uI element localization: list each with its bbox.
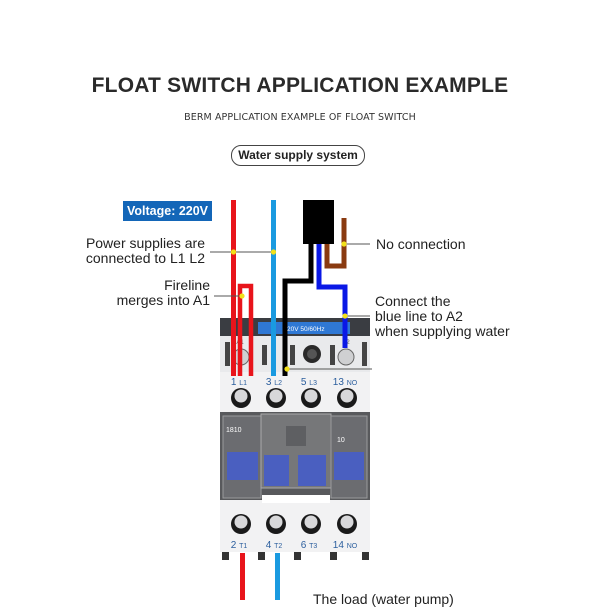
black-wire bbox=[282, 244, 314, 376]
screw-head bbox=[304, 515, 318, 529]
indicator-block bbox=[298, 455, 326, 486]
junction-dot bbox=[341, 241, 347, 247]
coil-rating-plate bbox=[258, 322, 350, 334]
screw-head bbox=[269, 515, 283, 529]
top-terminal-label: 3 L2 bbox=[266, 377, 282, 388]
load-neutral-wire bbox=[275, 553, 280, 600]
housing-rib bbox=[362, 342, 367, 366]
housing-rib bbox=[290, 345, 295, 365]
voltage-badge: Voltage: 220V bbox=[123, 201, 212, 221]
load-live-wire bbox=[240, 553, 245, 600]
top-terminal-label: 5 L3 bbox=[301, 377, 317, 388]
annotation-line: connected to L1 L2 bbox=[85, 250, 205, 266]
live-wire bbox=[231, 200, 236, 376]
fireline-annotation: Fireline merges into A1 bbox=[80, 278, 210, 308]
screw-head bbox=[340, 389, 354, 403]
top-terminal-label: 13 NO bbox=[333, 377, 358, 388]
blue-line-annotation: Connect the blue line to A2 when supplyi… bbox=[375, 294, 575, 339]
junction-dot bbox=[342, 313, 348, 319]
model-label: 1810 bbox=[226, 427, 242, 434]
leader-lines bbox=[210, 241, 372, 372]
power-supply-annotation: Power supplies are connected to L1 L2 bbox=[50, 236, 205, 266]
a2-screw-icon bbox=[337, 348, 355, 366]
bottom-terminal-label: 2 T1 bbox=[231, 540, 248, 551]
bottom-terminal-label: 6 T3 bbox=[301, 540, 318, 551]
foot bbox=[330, 552, 337, 560]
screw-head bbox=[340, 515, 354, 529]
junction-dot bbox=[230, 249, 237, 255]
annotation-line: merges into A1 bbox=[116, 292, 210, 308]
center-slot bbox=[286, 426, 306, 446]
housing-rib bbox=[262, 345, 267, 365]
foot bbox=[362, 552, 369, 560]
foot bbox=[294, 552, 301, 560]
page-subtitle: BERM APPLICATION EXAMPLE OF FLOAT SWITCH bbox=[184, 112, 416, 123]
fireline-wire bbox=[237, 283, 254, 376]
annotation-line: when supplying water bbox=[375, 323, 510, 339]
wires bbox=[231, 200, 348, 600]
screw-head bbox=[234, 515, 248, 529]
top-terminal-label: 1 L1 bbox=[231, 377, 247, 388]
bottom-terminal-label: 14 NO bbox=[333, 540, 358, 551]
annotation-line: Power supplies are bbox=[85, 235, 205, 251]
screw-head bbox=[234, 389, 248, 403]
neutral-wire bbox=[271, 200, 276, 376]
annotation-line: Connect the bbox=[375, 293, 451, 309]
no-connection-annotation: No connection bbox=[376, 236, 466, 252]
junction-dot bbox=[239, 293, 245, 299]
junction-dot bbox=[270, 249, 277, 255]
foot bbox=[222, 552, 229, 560]
indicator-block bbox=[264, 455, 289, 486]
page-title: FLOAT SWITCH APPLICATION EXAMPLE bbox=[91, 74, 509, 97]
aux-label: 10 bbox=[337, 437, 345, 444]
junction-dot bbox=[284, 366, 290, 372]
coil-rating-text: 220V 50/60Hz bbox=[283, 326, 324, 333]
top-terminals: 1 L1 3 L2 5 L3 13 NO bbox=[231, 377, 358, 408]
annotation-line: blue line to A2 bbox=[375, 308, 463, 324]
housing-rib bbox=[330, 345, 335, 365]
float-switch-icon bbox=[303, 200, 334, 244]
screw-head bbox=[304, 389, 318, 403]
system-label: Water supply system bbox=[231, 145, 365, 166]
foot bbox=[258, 552, 265, 560]
indicator-block bbox=[334, 452, 364, 480]
bottom-terminals: 2 T1 4 T2 6 T3 14 NO bbox=[231, 514, 358, 551]
indicator-block bbox=[227, 452, 258, 480]
annotation-line: Fireline bbox=[164, 277, 210, 293]
bottom-terminal-label: 4 T2 bbox=[266, 540, 283, 551]
housing-rib bbox=[225, 342, 230, 366]
center-screw-head-icon bbox=[307, 349, 317, 359]
screw-head bbox=[269, 389, 283, 403]
bottom-notch bbox=[262, 495, 330, 503]
